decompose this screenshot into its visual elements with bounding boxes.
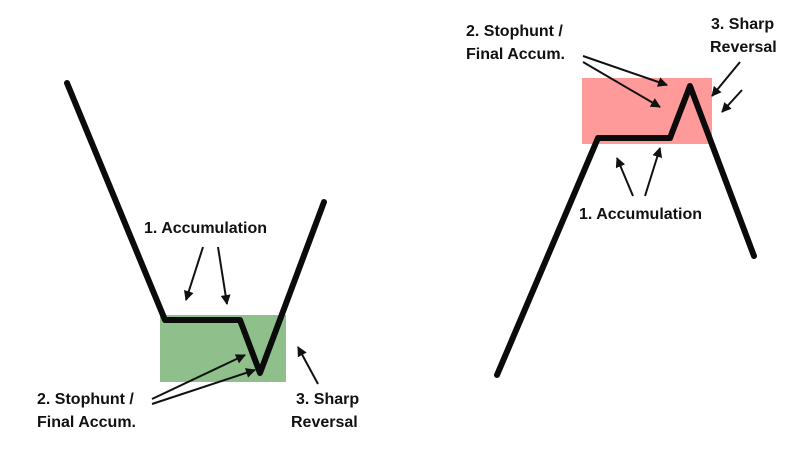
bearish-stophunt-arrow-2 <box>582 61 661 108</box>
bullish-stophunt-label-line1: 2. Stophunt / <box>37 391 134 408</box>
bullish-accumulation-label: 1. Accumulation <box>144 220 267 237</box>
bullish-stophunt-arrow-2 <box>151 368 256 405</box>
bullish-pattern: 1. Accumulation 2. Stophunt / Final Accu… <box>37 80 359 431</box>
bearish-reversal-arrow-1 <box>711 61 741 97</box>
bullish-stophunt-label-line2: Final Accum. <box>37 414 136 431</box>
bullish-price-line <box>64 80 327 376</box>
bearish-accumulation-arrow-1 <box>615 157 634 197</box>
bearish-stophunt-arrow-1 <box>582 55 668 87</box>
bullish-accumulation-arrow-1 <box>183 246 204 301</box>
bullish-reversal-label-line2: Reversal <box>291 414 358 431</box>
bearish-accumulation-arrow-2 <box>644 147 663 197</box>
bearish-stophunt-label-line2: Final Accum. <box>466 46 565 63</box>
bearish-price-line <box>494 83 757 378</box>
bullish-reversal-label-line1: 3. Sharp <box>296 391 359 408</box>
bullish-reversal-arrow <box>297 346 319 385</box>
bullish-accumulation-arrow-2 <box>217 246 231 305</box>
bullish-zone-box <box>160 315 286 382</box>
bearish-pattern: 2. Stophunt / Final Accum. 3. Sharp Reve… <box>466 16 777 378</box>
bearish-reversal-arrow-2 <box>721 89 743 113</box>
bearish-reversal-label-line1: 3. Sharp <box>711 16 774 33</box>
bearish-reversal-label-line2: Reversal <box>710 39 777 56</box>
bearish-accumulation-label: 1. Accumulation <box>579 206 702 223</box>
bullish-stophunt-arrow-1 <box>151 354 246 400</box>
bearish-stophunt-label-line1: 2. Stophunt / <box>466 23 563 40</box>
